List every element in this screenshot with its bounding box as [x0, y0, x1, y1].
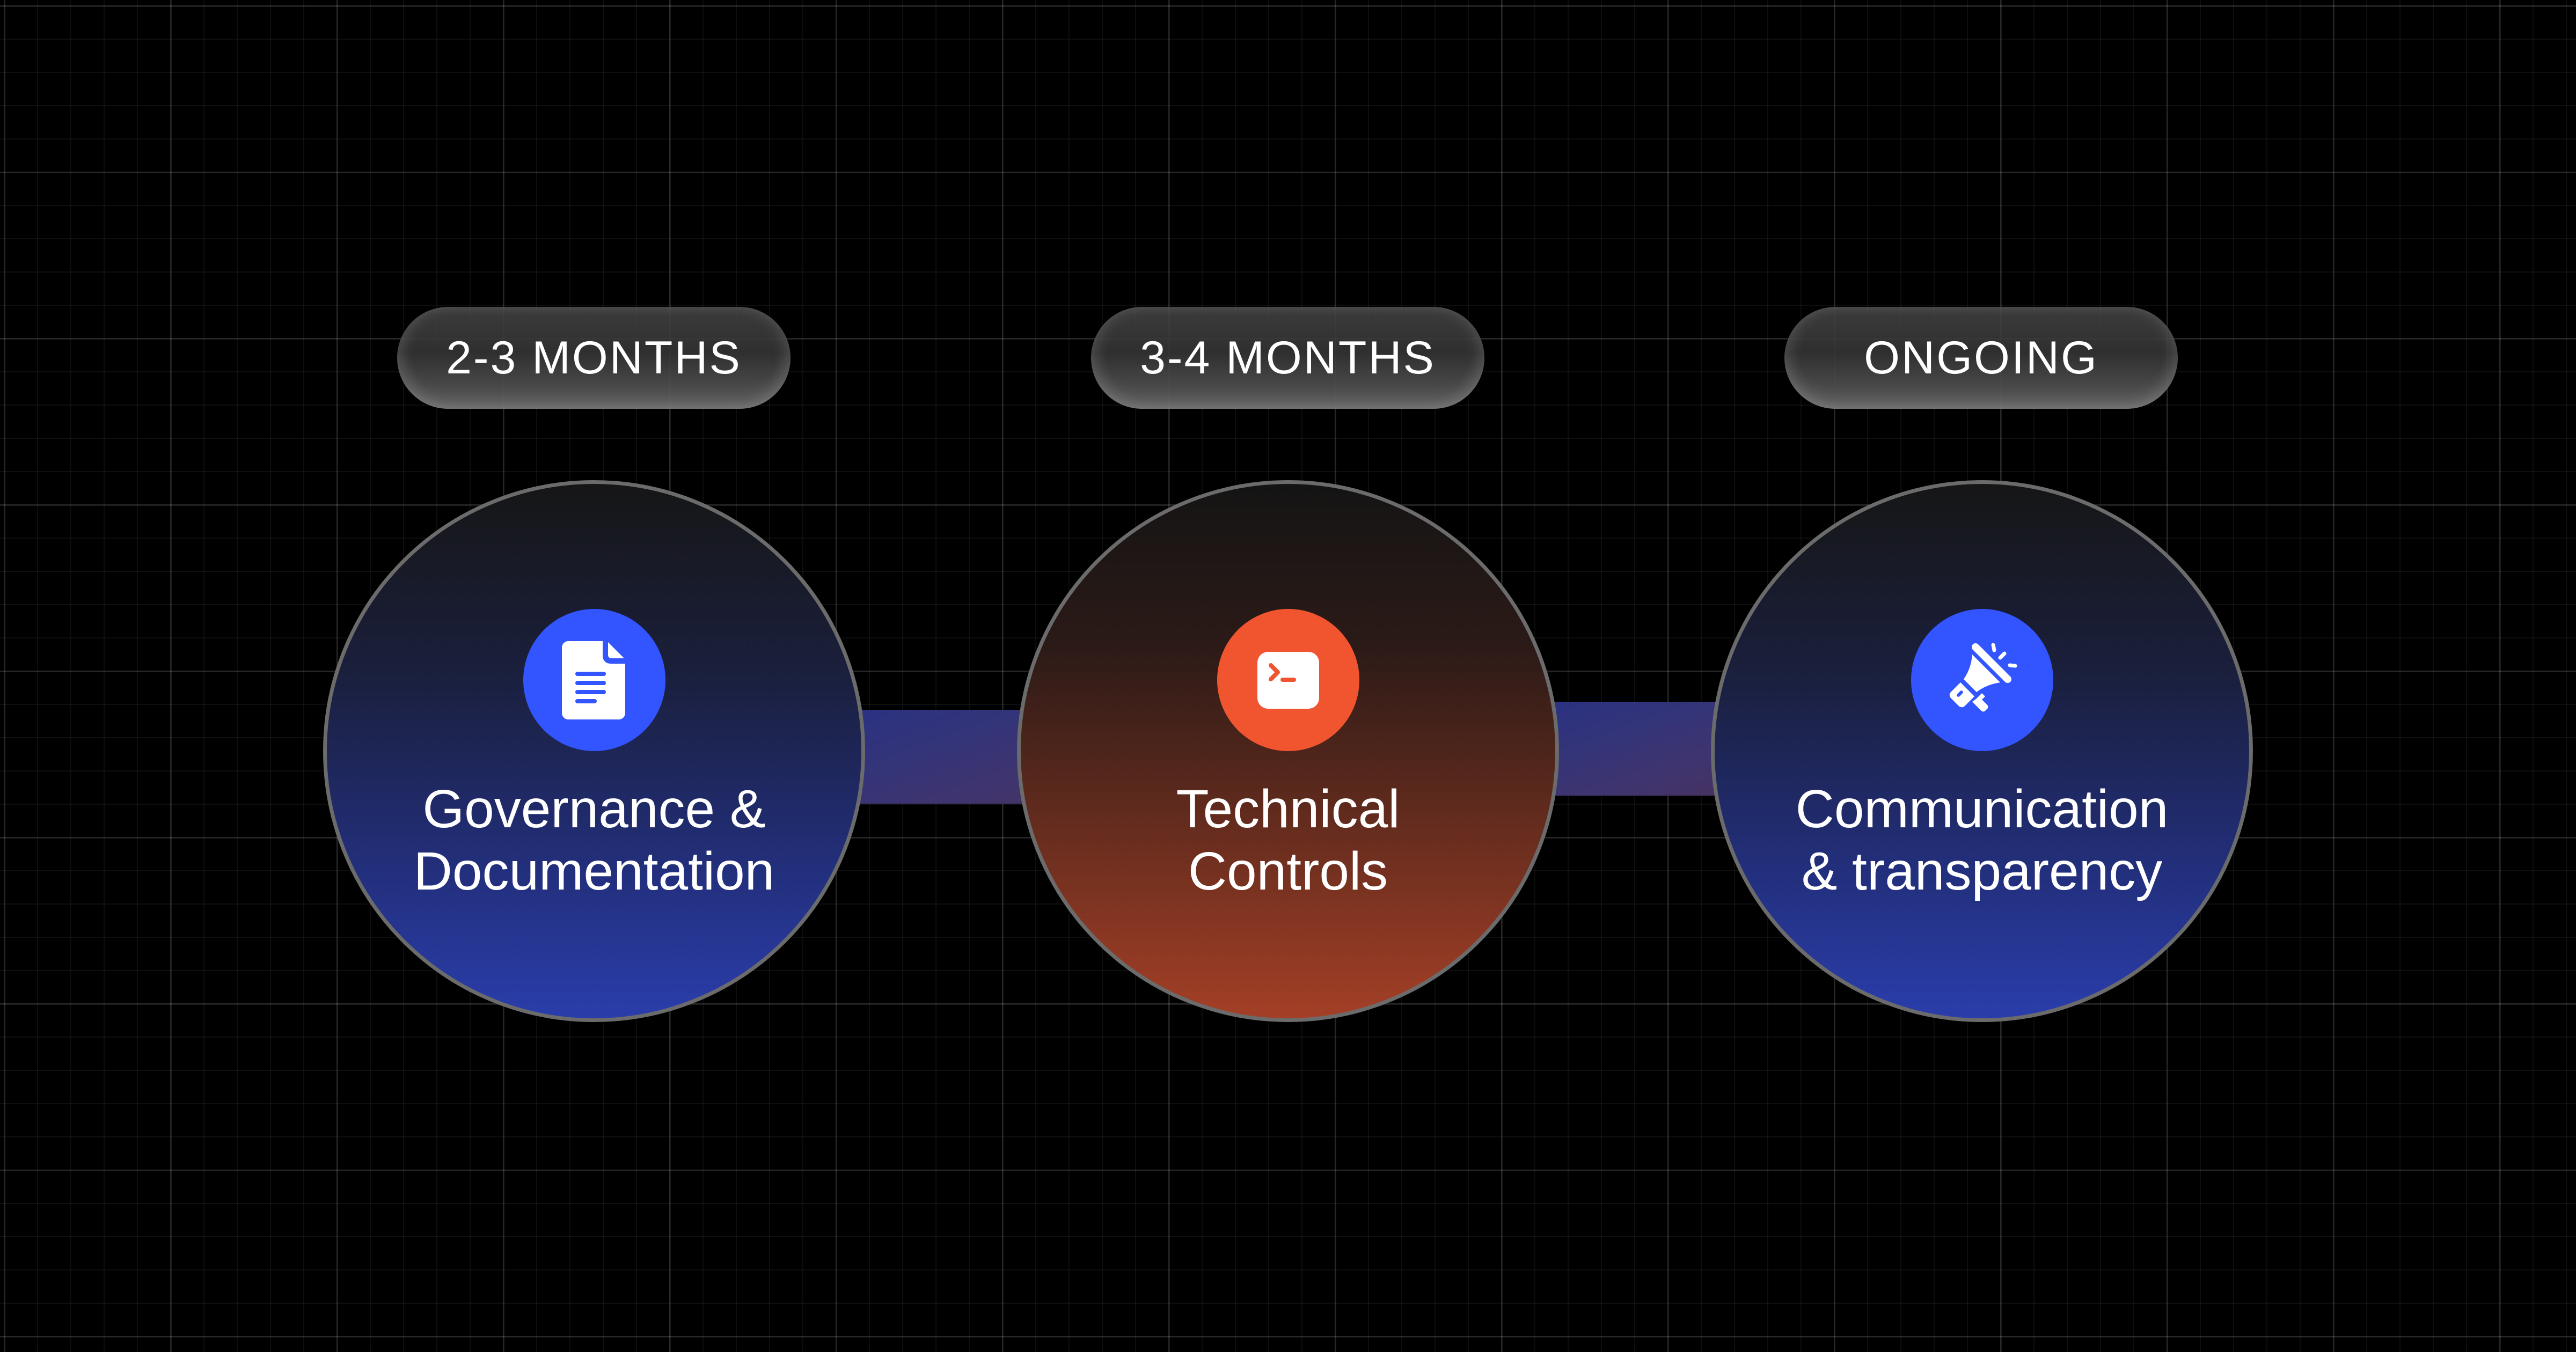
phase-2-title-line-1: Technical: [1176, 779, 1400, 839]
terminal-icon: [1257, 651, 1319, 709]
megaphone-icon: [1949, 643, 2017, 711]
phase-2-duration-badge: 3-4 MONTHS: [1091, 307, 1484, 409]
phase-3-title-line-1: Communication: [1795, 779, 2169, 839]
phase-3-title-line-2: & transparency: [1801, 841, 2163, 901]
phase-2-node: Technical Controls: [1017, 480, 1559, 1022]
phase-1-icon-badge: [523, 609, 665, 751]
phase-1-title-line-2: Documentation: [413, 841, 775, 901]
phase-1-node: Governance & Documentation: [323, 480, 865, 1022]
phase-1-duration-badge: 2-3 MONTHS: [397, 307, 791, 409]
phase-2-icon-badge: [1217, 609, 1359, 751]
phase-3-icon-badge: [1911, 609, 2053, 751]
phase-3-node: Communication & transparency: [1711, 480, 2253, 1022]
phase-3-title: Communication & transparency: [1796, 778, 2169, 902]
phase-2-duration-label: 3-4 MONTHS: [1140, 332, 1436, 384]
document-icon: [562, 641, 625, 719]
phase-3-duration-label: ONGOING: [1864, 332, 2098, 384]
phase-2-title-line-2: Controls: [1188, 841, 1388, 901]
phase-1-duration-label: 2-3 MONTHS: [446, 332, 742, 384]
phase-1-title-line-1: Governance &: [422, 779, 766, 839]
phase-3-duration-badge: ONGOING: [1784, 307, 2178, 409]
phase-2-title: Technical Controls: [1176, 778, 1400, 902]
phase-1-title: Governance & Documentation: [414, 778, 775, 902]
connector-2-3: [1548, 702, 1720, 796]
